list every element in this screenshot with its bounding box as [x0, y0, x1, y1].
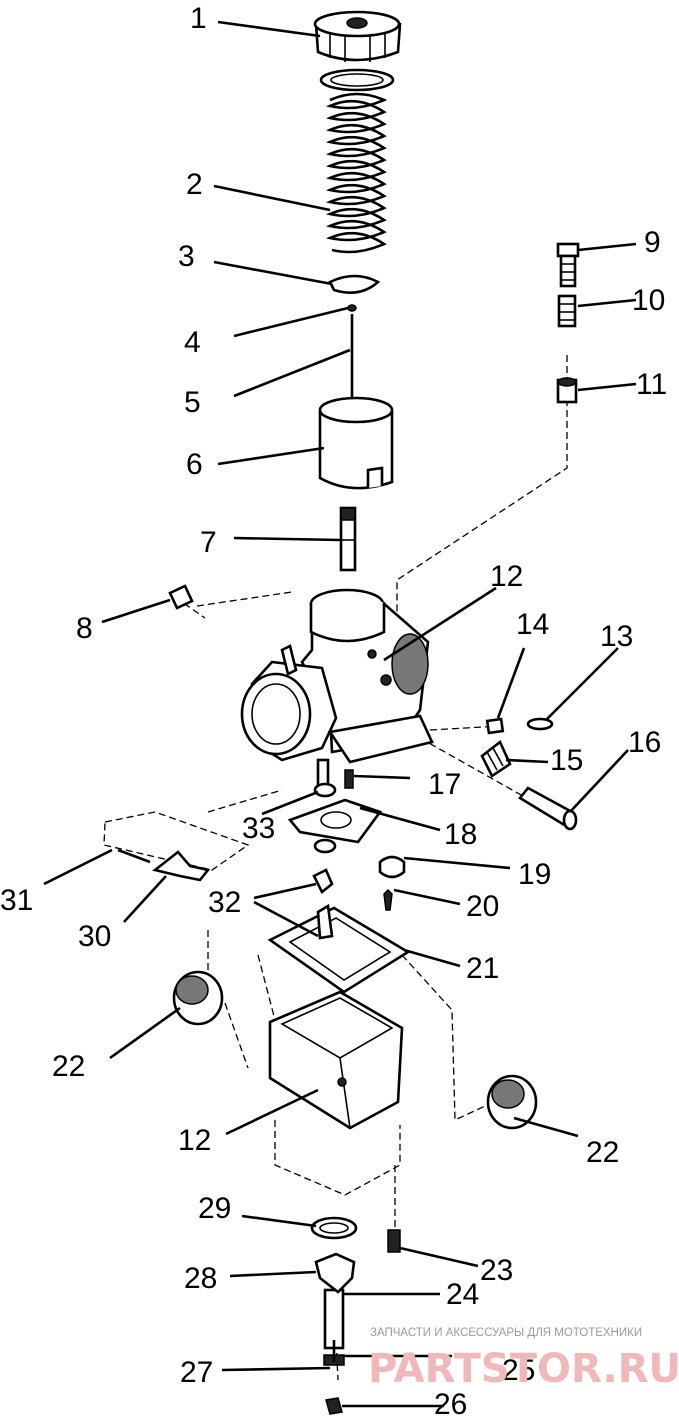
callout-22-left: 22	[52, 1050, 85, 1083]
leader-lines	[43, 20, 637, 1408]
callout-28: 28	[184, 1262, 217, 1295]
watermark: ЗАПЧАСТИ И АКСЕССУАРЫ ДЛЯ МОТОТЕХНИКИ PA…	[368, 1327, 679, 1392]
callout-14: 14	[516, 608, 549, 641]
callout-32: 32	[208, 886, 241, 919]
part-13-screw	[526, 717, 554, 731]
callout-24: 24	[446, 1278, 479, 1311]
part-28-choke-plunger	[314, 1252, 356, 1294]
callout-27: 27	[180, 1356, 213, 1389]
part-17-jet	[344, 769, 354, 789]
callout-21: 21	[466, 952, 499, 985]
part-29-o-ring	[310, 1216, 358, 1240]
part-23-drain-screw	[387, 1229, 401, 1253]
part-1-washer	[319, 68, 395, 92]
callout-19: 19	[518, 858, 551, 891]
part-3-clip-plate	[328, 274, 381, 294]
part-10-nut	[557, 294, 577, 328]
callout-2: 2	[186, 168, 203, 201]
part-1-cap	[313, 10, 402, 62]
part-15-spring	[480, 739, 512, 778]
callout-7: 7	[200, 526, 217, 559]
callout-31: 31	[0, 884, 33, 917]
callout-16: 16	[628, 726, 661, 759]
part-8-screw	[168, 584, 194, 610]
part-20-needle-valve	[383, 888, 393, 911]
part-22-float-left	[172, 970, 224, 1026]
callout-13: 13	[600, 620, 633, 653]
callout-33: 33	[242, 812, 275, 845]
part-6-slide	[318, 396, 394, 490]
callout-15: 15	[550, 744, 583, 777]
part-19-float-needle	[378, 855, 406, 879]
watermark-tagline: ЗАПЧАСТИ И АКСЕССУАРЫ ДЛЯ МОТОТЕХНИКИ	[370, 1327, 642, 1339]
callout-29: 29	[198, 1192, 231, 1225]
part-2-spring	[325, 92, 388, 254]
callout-10: 10	[632, 284, 665, 317]
callout-30: 30	[78, 920, 111, 953]
callout-18: 18	[444, 818, 477, 851]
callout-26: 26	[434, 1388, 467, 1418]
part-18-gasket	[287, 798, 383, 844]
callout-1: 1	[190, 2, 207, 35]
watermark-brand: PARTSTOR.RU	[368, 1346, 679, 1392]
callout-6: 6	[186, 448, 203, 481]
part-32-jets	[312, 868, 334, 940]
callout-25: 25	[502, 1354, 535, 1387]
callout-23: 23	[480, 1254, 513, 1287]
part-30-clip	[152, 850, 211, 882]
callout-9: 9	[644, 226, 661, 259]
callout-12-body: 12	[490, 560, 523, 593]
part-33-o-ring	[313, 782, 337, 854]
callout-12-bowl: 12	[178, 1124, 211, 1157]
part-26-main-jet	[325, 1397, 343, 1415]
part-12-carburetor-body	[240, 588, 434, 790]
part-11-cap	[556, 377, 578, 404]
part-7-needle-jet	[339, 506, 357, 572]
part-9-cable-adjuster	[556, 242, 580, 288]
part-14-spring	[485, 717, 505, 735]
callout-20: 20	[466, 890, 499, 923]
callout-3: 3	[178, 240, 195, 273]
callout-22-right: 22	[586, 1136, 619, 1169]
part-16-pilot-screw	[518, 786, 578, 831]
part-24-main-jet-holder	[323, 1288, 345, 1350]
callout-8: 8	[76, 612, 93, 645]
callout-4: 4	[184, 326, 201, 359]
part-12-float-bowl	[268, 990, 404, 1130]
part-31-pin	[117, 848, 151, 864]
part-4-clip	[347, 304, 357, 312]
callout-5: 5	[184, 386, 201, 419]
callout-11: 11	[636, 368, 667, 401]
callout-17: 17	[428, 768, 461, 801]
part-22-float-right	[486, 1074, 538, 1130]
